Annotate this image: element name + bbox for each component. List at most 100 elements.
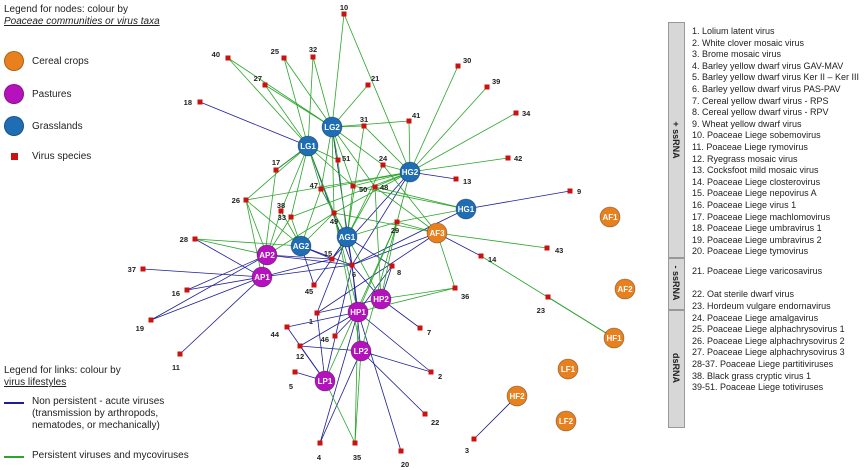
pasture-swatch — [4, 84, 24, 104]
persistent-link — [346, 164, 384, 238]
virus-node-label: 3 — [465, 446, 469, 455]
virus-node-label: 40 — [212, 50, 220, 59]
virus-node-label: 33 — [278, 213, 286, 222]
virus-node-label: 6 — [352, 270, 356, 279]
virus-node — [332, 333, 338, 339]
virus-node — [505, 155, 511, 161]
host-node-label: HP1 — [350, 308, 366, 317]
virus-list-item: 5. Barley yellow dwarf virus Ker II – Ke… — [692, 72, 860, 83]
host-node-label: AP1 — [254, 273, 270, 282]
persistent-link — [331, 126, 376, 188]
virus-node — [478, 253, 484, 259]
acute-link — [142, 268, 263, 278]
host-node-cereal — [506, 385, 528, 407]
host-node-label: LF2 — [559, 417, 574, 426]
virus-node — [281, 55, 287, 61]
persistent-link-swatch — [4, 456, 24, 458]
acute-link — [319, 350, 362, 444]
virus-node-label: 17 — [272, 158, 280, 167]
host-node-label: LF1 — [561, 365, 576, 374]
persistent-link — [354, 350, 362, 444]
persistent-link — [307, 145, 335, 214]
virus-list-item: 11. Poaceae Liege rymovirus — [692, 141, 808, 152]
acute-link — [194, 238, 263, 278]
acute-link — [299, 311, 359, 347]
acute-link — [316, 312, 326, 382]
virus-node — [314, 310, 320, 316]
virus-list-item: 38. Black grass cryptic virus 1 — [692, 370, 812, 381]
virus-node-label: 2 — [438, 372, 442, 381]
host-node-label: LG1 — [300, 142, 316, 151]
persistent-link-label: Persistent viruses and mycoviruses — [32, 450, 189, 461]
host-node-label: AF3 — [429, 229, 445, 238]
virus-node-label: 41 — [412, 111, 420, 120]
group-bar-plus-ssrna — [668, 22, 685, 258]
host-node-cereal — [555, 410, 577, 432]
persistent-link — [331, 126, 335, 214]
virus-list-item: 15. Poaceae Liege nepovirus A — [692, 188, 817, 199]
persistent-link — [352, 185, 467, 210]
acute-link — [316, 236, 348, 314]
host-node-label: HF2 — [509, 392, 525, 401]
virus-node-label: 23 — [537, 306, 545, 315]
virus-node — [329, 256, 335, 262]
virus-node-label: 19 — [136, 324, 144, 333]
persistent-link — [380, 287, 456, 300]
virus-node — [455, 63, 461, 69]
virus-node — [372, 184, 378, 190]
virus-node-label: 48 — [380, 183, 388, 192]
virus-list-item: 9. Wheat yellow dwarf virus — [692, 118, 802, 129]
virus-node-label: 51 — [342, 154, 350, 163]
virus-node — [341, 11, 347, 17]
virus-list-item: 2. White clover mosaic virus — [692, 37, 805, 48]
link-legend-title: Legend for links: colour by virus lifest… — [4, 365, 121, 388]
legend-grassland: Grasslands — [4, 116, 83, 136]
persistent-link — [333, 212, 359, 313]
virus-node-label: 36 — [461, 292, 469, 301]
grassland-swatch — [4, 116, 24, 136]
acute-link — [261, 258, 333, 278]
virus-node-label: 31 — [360, 115, 368, 124]
persistent-link — [331, 126, 384, 166]
virus-list-item: 13. Cocksfoot mild mosaic virus — [692, 165, 819, 176]
host-node-grassland — [321, 116, 343, 138]
virus-node — [192, 236, 198, 242]
acute-link — [324, 264, 353, 382]
virus-node — [350, 183, 356, 189]
persistent-link — [357, 287, 456, 313]
acute-link — [465, 190, 571, 210]
host-node-cereal — [557, 358, 579, 380]
acute-link — [351, 232, 438, 266]
virus-node — [380, 162, 386, 168]
persistent-link — [227, 57, 309, 147]
persistent-links — [194, 13, 615, 444]
virus-node-label: 18 — [184, 98, 192, 107]
host-node-grassland — [336, 226, 358, 248]
virus-node — [422, 411, 428, 417]
legend-pasture: Pastures — [4, 84, 71, 104]
acute-link-label: Non persistent - acute viruses (transmis… — [32, 396, 165, 431]
acute-link — [186, 276, 263, 291]
virus-node — [197, 99, 203, 105]
acute-link-swatch — [4, 402, 24, 404]
virus-list-item: 22. Oat sterile dwarf virus — [692, 289, 795, 300]
virus-node — [310, 54, 316, 60]
host-node-label: AF2 — [617, 285, 633, 294]
host-node-grassland — [399, 161, 421, 183]
virus-node-label: 11 — [172, 363, 180, 372]
persistent-link — [324, 221, 398, 382]
persistent-link — [436, 232, 548, 249]
group-label-plus-ssrna: + ssRNA — [671, 121, 681, 159]
group-bar-minus-ssrna — [668, 258, 685, 310]
virus-node-label: 45 — [305, 287, 313, 296]
persistent-link — [337, 159, 348, 238]
virus-node-label: 27 — [254, 74, 262, 83]
host-node-grassland — [297, 135, 319, 157]
acute-link — [266, 254, 353, 266]
host-node-label: LG2 — [324, 123, 340, 132]
host-node-cereal — [603, 327, 625, 349]
virus-list-item: 19. Poaceae Liege umbravirus 2 — [692, 234, 822, 245]
persistent-link — [409, 157, 509, 173]
